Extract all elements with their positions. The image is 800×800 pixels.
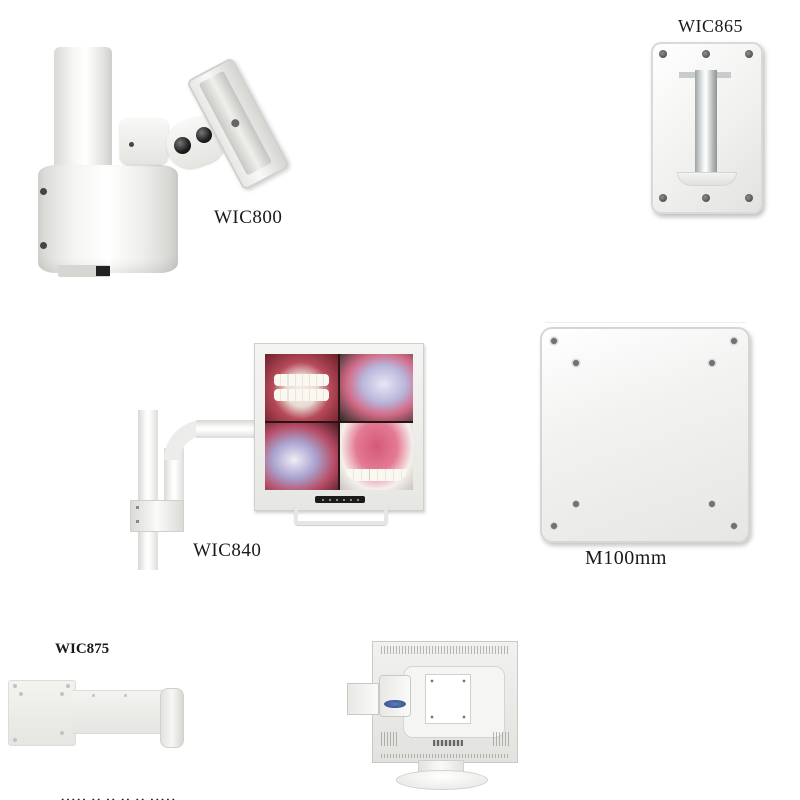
monitor-control-buttons[interactable] (315, 496, 365, 503)
bracket-hole-icon (92, 694, 95, 697)
clamp-bolt-icon (40, 188, 47, 195)
screw-icon (659, 50, 667, 58)
bracket-hole-icon (13, 738, 17, 742)
bracket-plate-wide (8, 680, 76, 746)
control-button-icon[interactable] (356, 498, 359, 501)
mount-hole-icon (571, 499, 581, 509)
collar-screw-icon (136, 506, 139, 509)
side-vent-right (493, 732, 509, 746)
control-button-icon[interactable] (342, 498, 345, 501)
tilt-knob-icon (174, 137, 191, 154)
computer-module-front (379, 675, 411, 717)
screw-icon (702, 194, 710, 202)
vertical-post (138, 410, 158, 570)
monitor-screen (265, 354, 413, 490)
monitor-handle (294, 505, 388, 525)
mount-hole-icon (462, 679, 466, 683)
screw-icon (702, 50, 710, 58)
mount-hole-icon (707, 358, 717, 368)
lower-teeth (273, 388, 330, 401)
clamp-knob (96, 266, 110, 276)
rod-saddle (677, 172, 737, 186)
clamp-bolt-icon (40, 242, 47, 249)
bracket-hole-icon (124, 694, 127, 697)
pivot-rod (695, 70, 717, 182)
label-m100mm: M100mm (585, 547, 667, 569)
bracket-hole-icon (60, 692, 64, 696)
screw-icon (659, 194, 667, 202)
wall-plate (651, 42, 763, 214)
mount-hole-icon (430, 715, 434, 719)
label-wic800: WIC800 (214, 207, 283, 228)
mount-hole-icon (430, 679, 434, 683)
upper-teeth (273, 374, 330, 387)
mount-hole-icon (549, 521, 559, 531)
intraoral-image-molar (340, 354, 413, 421)
control-button-icon[interactable] (328, 498, 331, 501)
mount-hole-icon (707, 499, 717, 509)
pole-clamp (38, 165, 178, 273)
intraoral-image-palate (340, 423, 413, 490)
control-button-icon[interactable] (349, 498, 352, 501)
mount-hole-icon (729, 521, 739, 531)
collar-screw-icon (136, 520, 139, 523)
intraoral-image-front-teeth (265, 354, 338, 421)
rear-label-sticker (433, 740, 463, 746)
stand-base (396, 770, 488, 790)
intraoral-image-occlusal (265, 423, 338, 490)
rear-vesa-plate (425, 674, 471, 724)
bracket-hole-icon (60, 731, 64, 735)
bracket-hole-icon (19, 692, 23, 696)
mount-hole-icon (462, 715, 466, 719)
tilt-knob-icon (196, 127, 212, 143)
side-vent-left (381, 732, 397, 746)
screw-icon (745, 50, 753, 58)
divider-line (545, 322, 745, 323)
hinge-block (120, 118, 168, 164)
arch-teeth (345, 468, 408, 481)
screw-icon (745, 194, 753, 202)
bracket-arm (72, 690, 165, 734)
brand-badge-icon (384, 700, 406, 708)
label-wic875: WIC875 (55, 641, 110, 657)
bracket-end-cap (160, 688, 184, 748)
arm-riser (164, 448, 184, 508)
arm-collar (130, 500, 184, 532)
mount-hole-icon (549, 336, 559, 346)
mount-hole-icon (729, 336, 739, 346)
arm-horizontal (196, 420, 258, 438)
lcd-monitor (254, 343, 424, 511)
mount-hole-icon (571, 358, 581, 368)
label-wic840: WIC840 (193, 540, 262, 561)
vertical-pole (54, 47, 112, 177)
bottom-vent (381, 754, 509, 758)
vesa-plate (540, 327, 750, 543)
monitor-rear-housing (372, 641, 518, 763)
mounted-computer-module (347, 683, 379, 715)
bracket-hole-icon (66, 684, 70, 688)
control-button-icon[interactable] (321, 498, 324, 501)
control-button-icon[interactable] (335, 498, 338, 501)
bracket-hole-icon (13, 684, 17, 688)
hinge-pin-icon (129, 142, 134, 147)
label-wic865: WIC865 (678, 16, 743, 36)
truncated-caption: ····· ·· ·· ·· ·· ····· (60, 793, 480, 800)
top-vent (381, 646, 509, 654)
